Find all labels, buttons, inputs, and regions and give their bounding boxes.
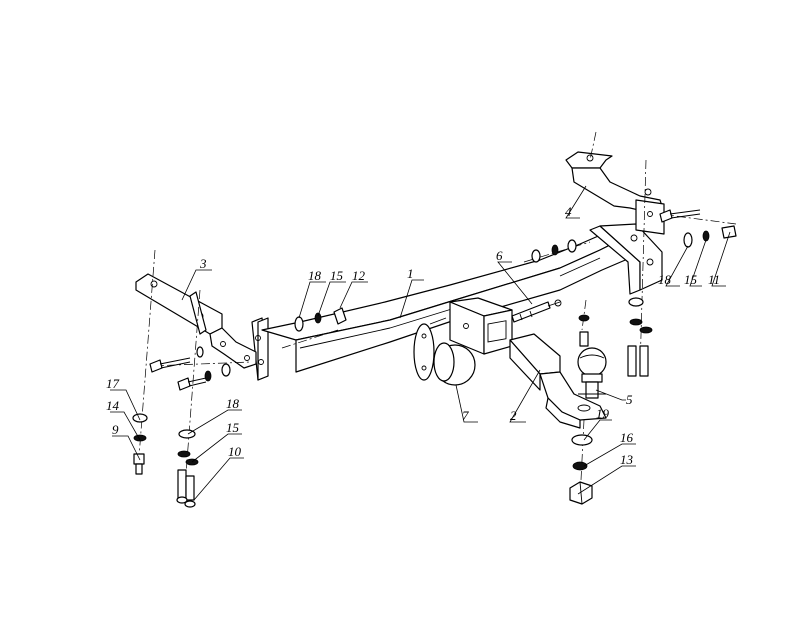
callout-18-left: 18 <box>226 396 240 411</box>
drop-shank-part-2 <box>509 333 607 429</box>
callout-4: 4 <box>565 204 572 219</box>
callout-15-right: 15 <box>684 272 698 287</box>
callout-1: 1 <box>407 266 414 281</box>
callout-13: 13 <box>620 452 634 467</box>
callout-17: 17 <box>106 376 120 391</box>
socket-part-7 <box>413 317 476 386</box>
callout-12: 12 <box>352 268 366 283</box>
callout-18-right: 18 <box>658 272 672 287</box>
callout-3: 3 <box>199 256 207 271</box>
callout-labels: 1 2 3 4 5 6 7 9 10 11 12 13 14 15 15 15 … <box>106 204 720 467</box>
crossbar-part-1 <box>251 223 663 381</box>
tow-ball-part-5 <box>577 347 607 399</box>
callout-19: 19 <box>596 406 610 421</box>
callout-15-bar: 15 <box>330 268 344 283</box>
callout-5: 5 <box>626 392 633 407</box>
right-fasteners <box>531 209 737 505</box>
callout-18-bar: 18 <box>308 268 322 283</box>
center-axes <box>137 131 737 501</box>
callout-10: 10 <box>228 444 242 459</box>
callout-2: 2 <box>510 408 517 423</box>
callout-7: 7 <box>462 408 469 423</box>
right-bracket-part-4 <box>565 151 665 235</box>
callout-14: 14 <box>106 398 120 413</box>
callout-15-left: 15 <box>226 420 240 435</box>
callout-11: 11 <box>708 272 720 287</box>
callout-9: 9 <box>112 422 119 437</box>
callout-6: 6 <box>496 248 503 263</box>
pin-part-6 <box>511 299 562 323</box>
left-bracket-part-3 <box>135 273 257 369</box>
callout-leaders <box>110 185 731 501</box>
left-fasteners <box>132 307 347 508</box>
callout-16: 16 <box>620 430 634 445</box>
